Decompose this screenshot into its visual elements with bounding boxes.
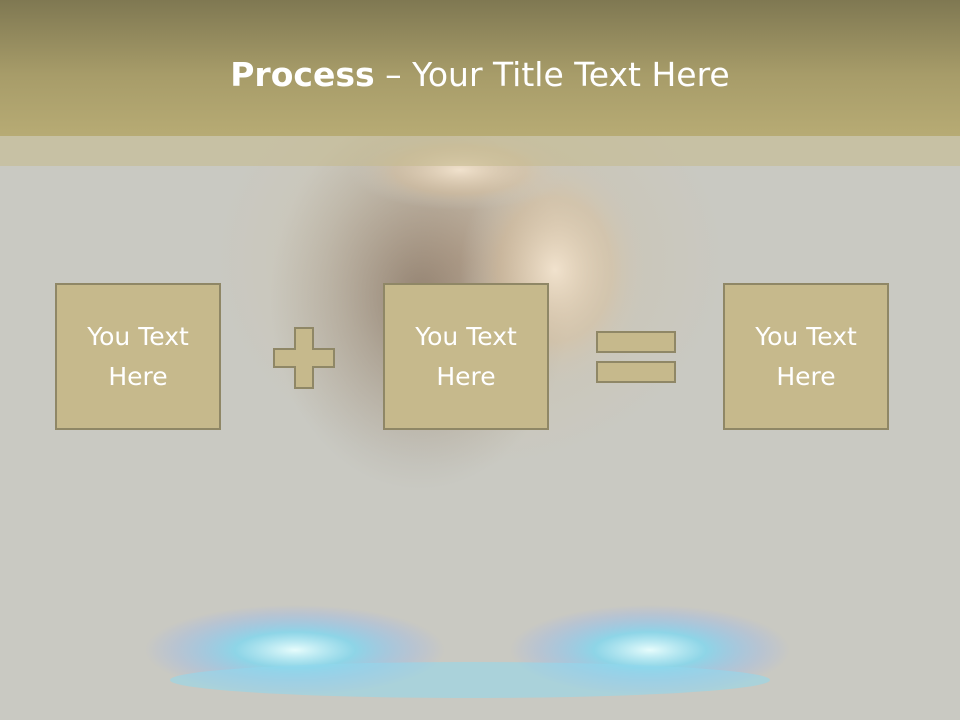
text-box-2[interactable]: You Text Here [383, 283, 549, 430]
plus-icon [273, 327, 335, 389]
title-separator: – [374, 55, 413, 94]
title-rest: Your Title Text Here [412, 55, 730, 94]
text-box-3[interactable]: You Text Here [723, 283, 889, 430]
title-strip [0, 136, 960, 166]
title-bar [0, 0, 960, 136]
flame-base [170, 662, 770, 698]
text-box-3-label: You Text Here [755, 321, 857, 391]
text-box-1-label: You Text Here [87, 321, 189, 391]
equals-icon [596, 331, 676, 383]
text-box-2-label: You Text Here [415, 321, 517, 391]
text-box-1[interactable]: You Text Here [55, 283, 221, 430]
title-bold: Process [230, 55, 375, 94]
slide-title: Process – Your Title Text Here [0, 54, 960, 96]
